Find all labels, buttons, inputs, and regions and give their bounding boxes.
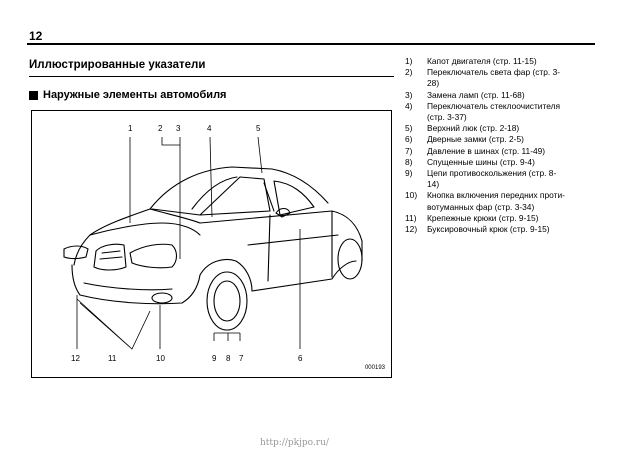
- legend-text: Переключатель стеклоочистителя: [427, 100, 561, 111]
- legend-number: 5): [405, 123, 413, 134]
- list-item: 6) Дверные замки (стр. 2-5): [405, 134, 605, 145]
- callout-12: 12: [71, 354, 80, 363]
- legend-text: Верхний люк (стр. 2-18): [427, 123, 520, 134]
- callout-1: 1: [128, 124, 133, 133]
- subheading-text: Наружные элементы автомобиля: [43, 89, 227, 101]
- callout-5: 5: [256, 124, 261, 133]
- legend-number: 6): [405, 134, 413, 145]
- callout-4: 4: [207, 124, 212, 133]
- legend-number: 1): [405, 56, 413, 66]
- callout-7: 7: [239, 354, 244, 363]
- list-item: 9) Цепи противоскольжения (стр. 8-14): [405, 168, 605, 190]
- page-number: 12: [29, 29, 43, 43]
- watermark-url: http://pkjpo.ru/: [260, 438, 329, 448]
- legend-text: Цепи противоскольжения (стр. 8-: [427, 168, 557, 179]
- legend-number: 9): [405, 168, 413, 179]
- legend-text: Замена ламп (стр. 11-68): [427, 89, 525, 100]
- car-figure: 1 2 3 4 5 6 7 8 9 10 11 12 000193: [31, 110, 392, 378]
- list-item: 2) Переключатель света фар (стр. 3-28): [405, 67, 605, 89]
- legend-text-cont: 28): [427, 78, 440, 89]
- list-item: 3) Замена ламп (стр. 11-68): [405, 90, 605, 101]
- section-title: Иллюстрированные указатели: [29, 59, 206, 71]
- top-rule: [27, 43, 595, 45]
- callout-8: 8: [226, 354, 231, 363]
- list-item: 12) Буксировочный крюк (стр. 9-15): [405, 224, 605, 235]
- legend-text-cont: вотуманных фар (стр. 3-34): [427, 201, 535, 212]
- callout-9: 9: [212, 354, 217, 363]
- legend-number: 7): [405, 145, 413, 156]
- list-item: 7) Давление в шинах (стр. 11-49): [405, 146, 605, 157]
- legend-list: 1) Капот двигателя (стр. 11-15) 2) Перек…: [405, 56, 605, 235]
- list-item: 1) Капот двигателя (стр. 11-15): [405, 56, 605, 67]
- section-rule: [29, 76, 394, 77]
- legend-number: 3): [405, 89, 413, 100]
- legend-number: 2): [405, 67, 413, 78]
- legend-text: Дверные замки (стр. 2-5): [427, 134, 524, 145]
- legend-text: Кнопка включения передних проти-: [427, 190, 565, 201]
- list-item: 4) Переключатель стеклоочистителя(стр. 3…: [405, 101, 605, 123]
- callout-10: 10: [156, 354, 165, 363]
- legend-text-cont: 14): [427, 179, 440, 190]
- legend-text-cont: (стр. 3-37): [427, 112, 467, 123]
- legend-number: 10): [405, 190, 418, 201]
- callout-11: 11: [108, 354, 117, 363]
- list-item: 11) Крепежные крюки (стр. 9-15): [405, 213, 605, 224]
- car-illustration: [63, 136, 363, 350]
- list-item: 8) Спущенные шины (стр. 9-4): [405, 157, 605, 168]
- callout-3: 3: [176, 124, 181, 133]
- legend-text: Капот двигателя (стр. 11-15): [427, 56, 537, 66]
- subheading: Наружные элементы автомобиля: [29, 89, 226, 101]
- legend-text: Переключатель света фар (стр. 3-: [427, 67, 561, 78]
- list-item: 10) Кнопка включения передних проти-воту…: [405, 190, 605, 212]
- legend-number: 12): [405, 224, 418, 235]
- legend-text: Буксировочный крюк (стр. 9-15): [427, 224, 550, 235]
- list-item: 5) Верхний люк (стр. 2-18): [405, 123, 605, 134]
- legend-number: 4): [405, 100, 413, 111]
- legend-text: Давление в шинах (стр. 11-49): [427, 145, 546, 156]
- legend-number: 8): [405, 156, 413, 167]
- square-bullet-icon: [29, 90, 38, 100]
- legend-text: Спущенные шины (стр. 9-4): [427, 156, 535, 167]
- callout-2: 2: [158, 124, 163, 133]
- figure-code: 000193: [364, 365, 385, 371]
- legend-text: Крепежные крюки (стр. 9-15): [427, 212, 539, 223]
- legend-number: 11): [405, 212, 417, 223]
- callout-6: 6: [298, 354, 303, 363]
